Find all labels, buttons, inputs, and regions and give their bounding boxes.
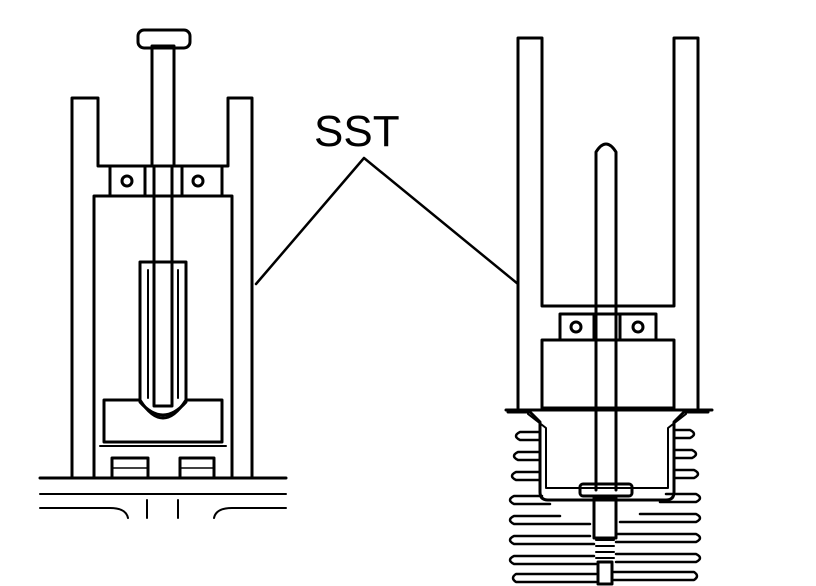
left-handle <box>136 28 192 50</box>
left-rod-upper <box>150 44 176 168</box>
right-bolt-b <box>631 320 645 334</box>
sst-callout: SST <box>254 107 520 286</box>
left-bolt-b <box>191 174 205 188</box>
right-bolt-a <box>569 320 583 334</box>
right-lower-body <box>540 338 676 410</box>
left-retainer <box>102 398 224 444</box>
right-sst-assembly <box>504 36 714 586</box>
right-retainer-cup <box>506 410 710 502</box>
left-sst-assembly <box>38 28 288 519</box>
right-outer-frame <box>516 36 700 410</box>
callout-leader-lines <box>254 156 520 286</box>
left-adapter <box>138 260 188 417</box>
right-valve-stem <box>592 496 618 540</box>
sst-label: SST <box>314 107 400 156</box>
left-inner-frame <box>92 194 234 480</box>
left-outer-frame <box>70 96 254 480</box>
right-spring-seat <box>578 482 634 498</box>
right-spring-left <box>508 430 598 584</box>
right-valve-tip <box>596 560 614 586</box>
left-clamp-block <box>108 164 224 198</box>
left-bolt-a <box>120 174 134 188</box>
right-spring-right <box>612 428 702 582</box>
right-rod <box>594 142 618 492</box>
left-rod-lower <box>152 164 174 408</box>
